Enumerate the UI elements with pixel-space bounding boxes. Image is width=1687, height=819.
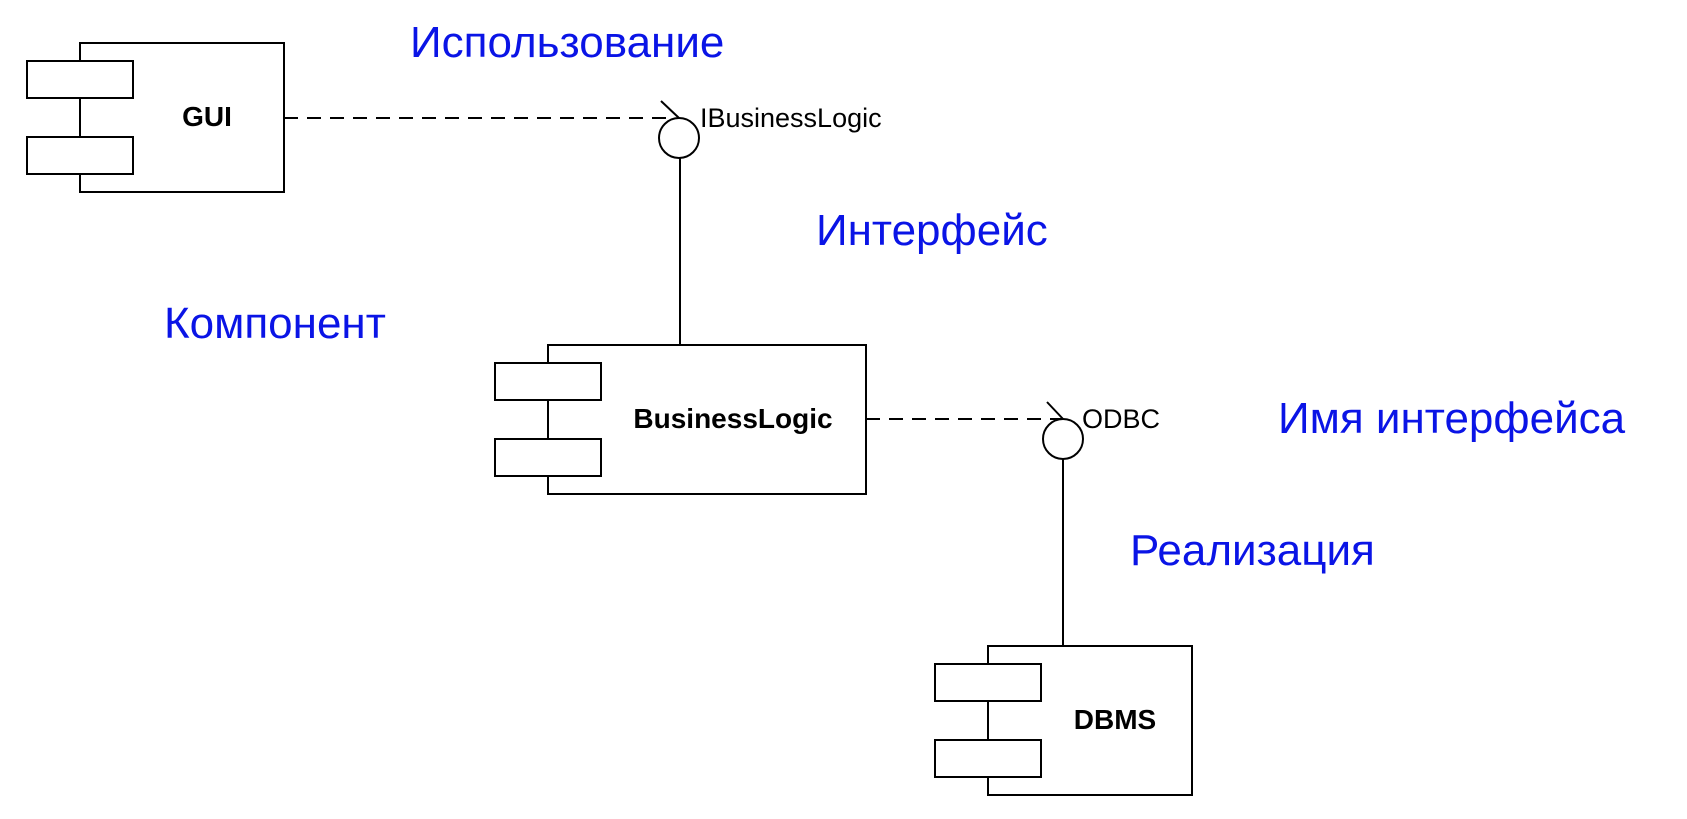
interface-odbc-label: ODBC xyxy=(1082,404,1160,434)
component-dbms[interactable]: DBMS xyxy=(934,645,1193,796)
dependency-arrowhead-icon xyxy=(660,100,680,119)
component-gui-port-bottom xyxy=(26,136,134,175)
component-business-logic-port-bottom xyxy=(494,438,602,477)
interface-odbc[interactable]: ODBC xyxy=(866,401,1160,646)
annotation-interface-name: Имя интерфейса xyxy=(1278,394,1626,443)
component-dbms-port-top xyxy=(934,663,1042,702)
dependency-arrowhead-icon xyxy=(1046,401,1065,421)
component-dbms-label: DBMS xyxy=(1074,704,1156,735)
component-gui[interactable]: GUI xyxy=(26,42,285,193)
annotation-realization: Реализация xyxy=(1130,526,1375,575)
annotation-component: Компонент xyxy=(164,299,386,348)
component-business-logic-port-top xyxy=(494,362,602,401)
interface-ibusinesslogic[interactable]: IBusinessLogic xyxy=(284,100,882,345)
annotation-usage: Использование xyxy=(410,18,724,67)
component-gui-label: GUI xyxy=(182,101,232,132)
interface-ibusinesslogic-label: IBusinessLogic xyxy=(700,103,882,133)
component-business-logic-label: BusinessLogic xyxy=(633,403,832,434)
interface-odbc-circle xyxy=(1042,418,1084,460)
component-gui-port-top xyxy=(26,60,134,99)
component-business-logic[interactable]: BusinessLogic xyxy=(494,344,867,495)
interface-ibusinesslogic-circle xyxy=(658,117,700,159)
annotation-interface: Интерфейс xyxy=(816,206,1048,255)
component-dbms-port-bottom xyxy=(934,739,1042,778)
